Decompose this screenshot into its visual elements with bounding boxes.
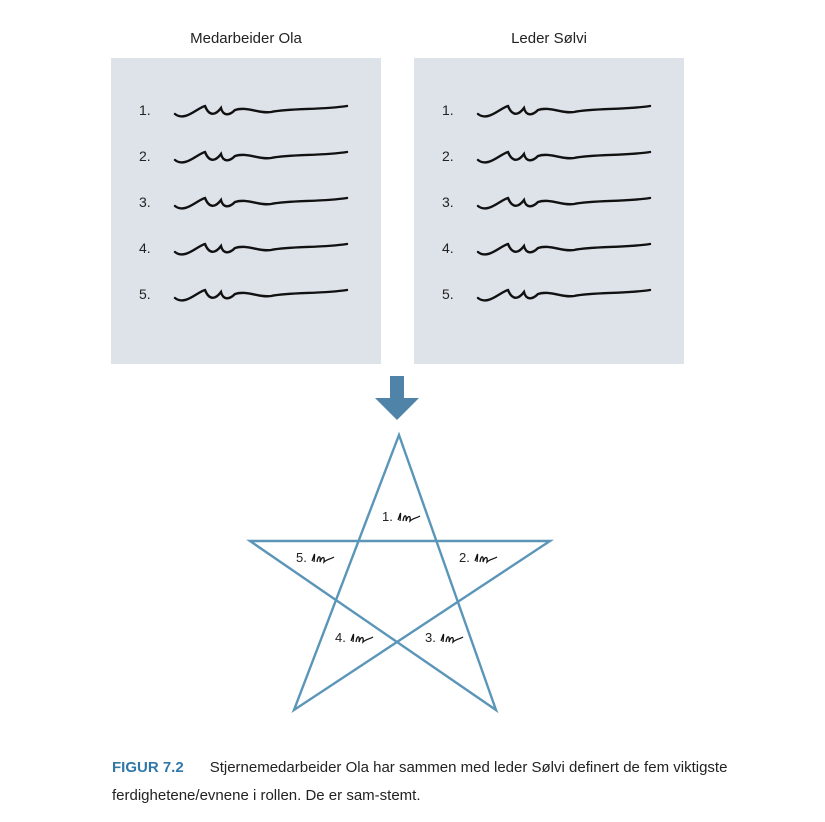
scribble-line: [311, 553, 335, 564]
scribble-line: [440, 633, 464, 644]
star-label-4: 4.: [335, 630, 374, 645]
list-item: 2.: [442, 142, 672, 172]
star-label-2: 2.: [459, 550, 498, 565]
figure-label: FIGUR 7.2: [112, 759, 184, 776]
list-item: 2.: [139, 142, 369, 172]
scribble-line: [474, 553, 498, 564]
list-item: 3.: [139, 188, 369, 218]
panel-left: 1. 2. 3. 4. 5.: [111, 58, 381, 364]
scribble-line: [173, 104, 349, 118]
item-number: 3.: [442, 194, 454, 210]
scribble-line: [173, 242, 349, 256]
scribble-line: [173, 196, 349, 210]
item-number: 5.: [139, 286, 151, 302]
list-item: 5.: [442, 280, 672, 310]
star-label-number: 3.: [425, 630, 436, 645]
list-item: 1.: [442, 96, 672, 126]
star-label-3: 3.: [425, 630, 464, 645]
list-item: 3.: [442, 188, 672, 218]
panel-right: 1. 2. 3. 4. 5.: [414, 58, 684, 364]
list-item: 4.: [139, 234, 369, 264]
scribble-line: [476, 288, 652, 302]
star-label-5: 5.: [296, 550, 335, 565]
item-number: 5.: [442, 286, 454, 302]
column-title-right: Leder Sølvi: [511, 30, 587, 47]
item-number: 1.: [139, 102, 151, 118]
star-diagram: 1. 2. 3. 4. 5.: [246, 376, 554, 714]
star-label-number: 2.: [459, 550, 470, 565]
item-number: 1.: [442, 102, 454, 118]
star-outline: [246, 431, 554, 714]
item-number: 4.: [442, 240, 454, 256]
star-label-1: 1.: [382, 509, 421, 524]
list-item: 4.: [442, 234, 672, 264]
item-number: 4.: [139, 240, 151, 256]
scribble-line: [173, 150, 349, 164]
scribble-line: [173, 288, 349, 302]
scribble-line: [397, 512, 421, 523]
column-title-left: Medarbeider Ola: [190, 30, 302, 47]
caption-text: Stjernemedarbeider Ola har sammen med le…: [112, 759, 728, 804]
star-label-number: 1.: [382, 509, 393, 524]
scribble-line: [476, 104, 652, 118]
scribble-line: [350, 633, 374, 644]
item-number: 2.: [442, 148, 454, 164]
list-item: 5.: [139, 280, 369, 310]
scribble-line: [476, 242, 652, 256]
down-arrow-icon: [375, 376, 419, 420]
star-label-number: 5.: [296, 550, 307, 565]
item-number: 2.: [139, 148, 151, 164]
scribble-line: [476, 196, 652, 210]
list-item: 1.: [139, 96, 369, 126]
item-number: 3.: [139, 194, 151, 210]
star-label-number: 4.: [335, 630, 346, 645]
scribble-line: [476, 150, 652, 164]
